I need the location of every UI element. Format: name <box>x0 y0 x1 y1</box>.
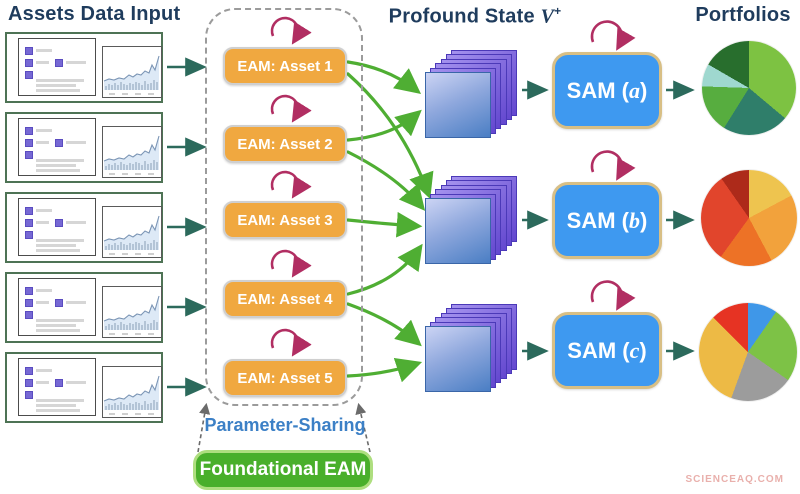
watermark: SCIENCEAQ.COM <box>685 474 784 485</box>
sam-box-label-close: ) <box>639 337 647 363</box>
document-thumbnail-icon <box>18 198 96 256</box>
state-stack-a <box>425 50 519 140</box>
state-stack-b <box>425 176 519 266</box>
asset-input-card <box>5 32 163 103</box>
document-thumbnail-icon <box>18 278 96 336</box>
sam-box-label: SAM ( <box>566 207 629 233</box>
foundational-eam-box: Foundational EAM <box>193 450 373 490</box>
eam-box-label: EAM: Asset 1 <box>237 57 333 75</box>
eam-box: EAM: Asset 3 <box>223 201 347 239</box>
asset-input-card <box>5 112 163 183</box>
eam-box: EAM: Asset 4 <box>223 280 347 318</box>
sam-box-label: SAM ( <box>567 337 630 363</box>
state-layer-front <box>425 326 491 392</box>
parameter-sharing-group <box>205 8 363 406</box>
state-variable-superscript: + <box>554 4 562 18</box>
parameter-sharing-label: Parameter-Sharing <box>185 415 385 436</box>
portfolio-pie-chart <box>699 303 797 401</box>
sam-box-letter: a <box>629 77 640 103</box>
assets-data-input-title: Assets Data Input <box>8 3 180 26</box>
sam-box-label: SAM ( <box>566 77 629 103</box>
eam-box-label: EAM: Asset 4 <box>237 290 333 308</box>
state-stack-c <box>425 304 519 394</box>
portfolios-label: Portfolios <box>695 4 791 26</box>
profound-state-title: Profound State V+ <box>380 4 570 29</box>
price-chart-thumbnail-icon <box>102 286 162 338</box>
document-thumbnail-icon <box>18 358 96 416</box>
eam-box-label: EAM: Asset 3 <box>237 211 333 229</box>
document-thumbnail-icon <box>18 38 96 96</box>
eam-box-label: EAM: Asset 5 <box>237 369 333 387</box>
state-variable-symbol: V <box>540 5 555 28</box>
foundational-eam-label: Foundational EAM <box>199 459 367 480</box>
sam-box-label-close: ) <box>640 207 648 233</box>
asset-input-card <box>5 272 163 343</box>
profound-state-label: Profound State <box>388 5 541 28</box>
eam-box-label: EAM: Asset 2 <box>237 135 333 153</box>
price-chart-thumbnail-icon <box>102 206 162 258</box>
sam-box-label-close: ) <box>640 77 648 103</box>
sam-box: SAM (a) <box>552 52 662 129</box>
eam-box: EAM: Asset 5 <box>223 359 347 397</box>
sam-box: SAM (c) <box>552 312 662 389</box>
portfolio-pie-chart <box>702 41 796 135</box>
sam-box: SAM (b) <box>552 182 662 259</box>
document-thumbnail-icon <box>18 118 96 176</box>
assets-data-input-label: Assets Data Input <box>8 3 181 25</box>
input-arrows <box>167 57 207 397</box>
price-chart-thumbnail-icon <box>102 366 162 418</box>
portfolio-pie-chart <box>701 170 797 266</box>
price-chart-thumbnail-icon <box>102 46 162 98</box>
state-layer-front <box>425 72 491 138</box>
watermark-text: SCIENCEAQ.COM <box>685 474 784 485</box>
sam-box-letter: c <box>629 337 640 363</box>
eam-box: EAM: Asset 2 <box>223 125 347 163</box>
state-layer-front <box>425 198 491 264</box>
portfolios-title: Portfolios <box>688 4 798 27</box>
asset-input-card <box>5 192 163 263</box>
price-chart-thumbnail-icon <box>102 126 162 178</box>
sam-box-letter: b <box>629 207 640 233</box>
asset-input-card <box>5 352 163 423</box>
eam-box: EAM: Asset 1 <box>223 47 347 85</box>
parameter-sharing-text: Parameter-Sharing <box>204 415 366 435</box>
